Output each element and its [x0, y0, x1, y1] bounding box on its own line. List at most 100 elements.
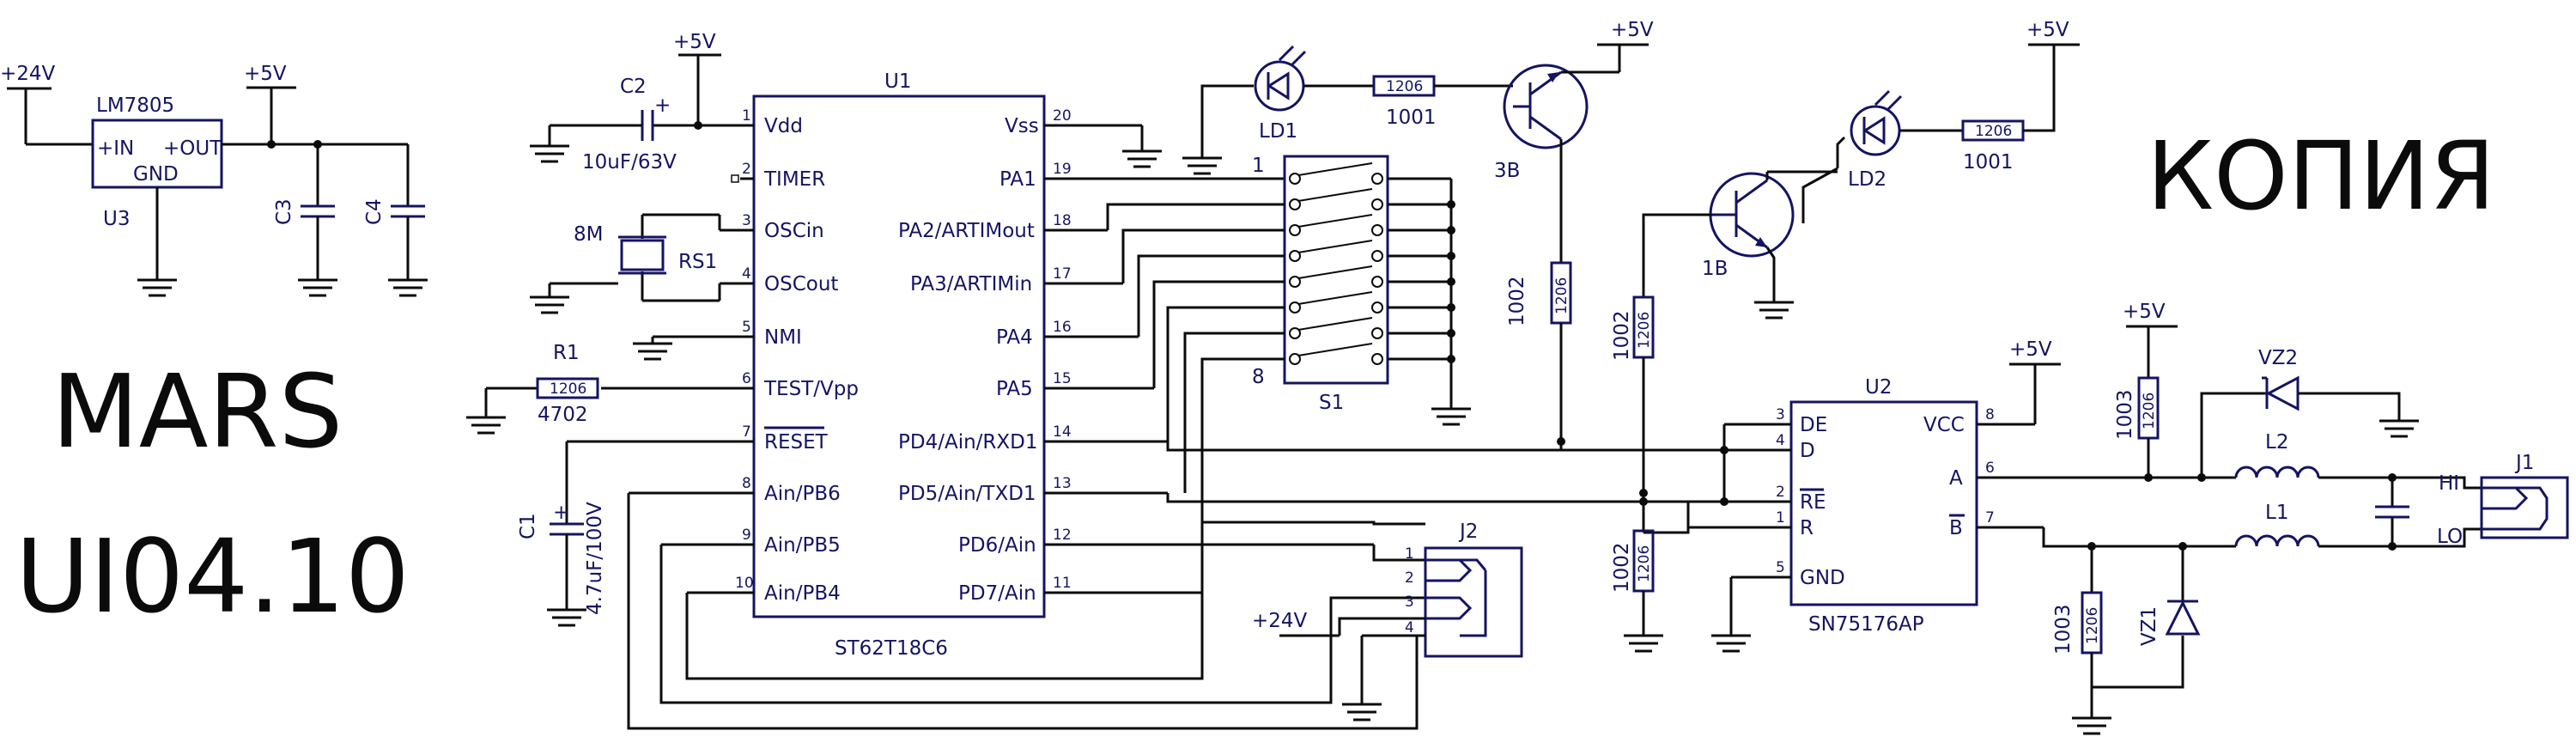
- crystal-rs1: 8M RS1: [530, 213, 721, 314]
- svg-text:2: 2: [1405, 569, 1414, 587]
- svg-text:1206: 1206: [1386, 78, 1423, 95]
- capacitor-c1: + C1 4.7uF/100V: [517, 441, 606, 627]
- mcu-pin-3: 3 OSCin: [720, 212, 824, 242]
- svg-text:1206: 1206: [1636, 545, 1653, 582]
- svg-text:Ain/PB6: Ain/PB6: [764, 483, 841, 505]
- svg-text:5: 5: [1776, 559, 1785, 576]
- mcu-part: ST62T18C6: [835, 637, 948, 660]
- svg-text:13: 13: [1053, 475, 1072, 492]
- regulator-out-pin: +OUT: [163, 137, 222, 160]
- ld1-ref: LD1: [1259, 120, 1297, 143]
- mcu-pin-19: 19 PA1: [999, 161, 1285, 191]
- r1-ref: R1: [553, 342, 580, 364]
- ld2-value: 1001: [1963, 151, 2014, 174]
- svg-text:PA1: PA1: [999, 168, 1036, 191]
- mcu-pin-8: 8 Ain/PB6: [629, 475, 841, 505]
- svg-text:2: 2: [1776, 484, 1785, 501]
- transistor-1b: 1B 1206 1002: [1611, 170, 1838, 533]
- mcu-pin-2: 2 TIMER: [731, 161, 825, 191]
- u2-ref: U2: [1865, 376, 1892, 399]
- transistor-3b: +5V 3B 1206 1002: [1494, 19, 1654, 446]
- regulator-gnd-pin: GND: [133, 163, 179, 186]
- mcu-pin-4: 4 OSCout: [720, 265, 838, 295]
- svg-text:3: 3: [1776, 406, 1785, 423]
- mcu-pin-16: 16 PA4: [996, 319, 1139, 349]
- j1-ref: J1: [2514, 452, 2534, 474]
- mcu-pin-11: 11 PD7/Ain: [958, 575, 1202, 605]
- tvs-vz2: VZ2: [2197, 347, 2419, 482]
- l2-ref: L2: [2265, 431, 2288, 454]
- svg-text:1206: 1206: [2084, 607, 2101, 644]
- svg-text:10: 10: [735, 575, 754, 592]
- inductor-l2: L2: [2234, 431, 2392, 479]
- j1-hi: HI: [2439, 472, 2459, 495]
- mcu-pin-1: 1 Vdd: [720, 107, 803, 137]
- svg-text:7: 7: [742, 423, 751, 441]
- svg-text:PA3/ARTIMin: PA3/ARTIMin: [910, 273, 1032, 295]
- svg-text:1: 1: [1776, 509, 1785, 527]
- j2-ref: J2: [1458, 521, 1478, 543]
- capacitor-c2: +5V + C2 10uF/63V: [530, 31, 721, 174]
- rail-5v-label-pullup: +5V: [2123, 301, 2166, 323]
- rpullup-value: 1003: [2114, 389, 2136, 440]
- svg-text:20: 20: [1053, 107, 1072, 125]
- l1-ref: L1: [2265, 502, 2288, 524]
- svg-text:18: 18: [1053, 212, 1072, 229]
- uart-routes: [1166, 423, 1777, 534]
- svg-text:17: 17: [1053, 265, 1072, 283]
- c3-label: C3: [273, 198, 295, 225]
- c2-ref: C2: [620, 76, 647, 98]
- c1-ref: C1: [517, 513, 539, 539]
- svg-text:B: B: [1949, 517, 1963, 539]
- transceiver-u2: U2 SN75176AP 3 DE 4 D 2 RE 1 R 5 GND 8 V…: [1711, 338, 2236, 653]
- svg-text:PA5: PA5: [996, 378, 1033, 400]
- rail-24v-label-j2: +24V: [1252, 610, 1308, 632]
- rail-5v-label-mcu: +5V: [673, 31, 716, 53]
- connector-j1: HI LO J1: [2392, 452, 2569, 548]
- svg-text:4: 4: [1776, 432, 1785, 449]
- svg-text:R: R: [1800, 517, 1814, 539]
- svg-text:4: 4: [742, 265, 751, 283]
- svg-text:+: +: [553, 502, 569, 524]
- mcu-ref: U1: [884, 70, 911, 93]
- svg-text:1206: 1206: [1553, 277, 1571, 314]
- svg-text:15: 15: [1053, 370, 1072, 387]
- rre-value: 1002: [1611, 542, 1633, 593]
- svg-text:RESET: RESET: [764, 431, 829, 454]
- c4-label: C4: [363, 198, 386, 225]
- crystal-ref: RS1: [678, 251, 717, 273]
- regulator-part: LM7805: [96, 94, 174, 117]
- mcu-pin-20: 20 Vss: [1005, 107, 1142, 137]
- r1-value: 4702: [538, 404, 588, 426]
- svg-text:6: 6: [1985, 460, 1995, 477]
- mcu-pin-9: 9 Ain/PB5: [661, 527, 841, 557]
- transistor-3b-ref: 3B: [1494, 160, 1520, 182]
- mcu-pin-12: 12 PD6/Ain: [958, 527, 1374, 557]
- ld2-ref: LD2: [1848, 168, 1886, 191]
- svg-text:Vdd: Vdd: [764, 115, 803, 137]
- svg-text:14: 14: [1053, 423, 1072, 441]
- svg-text:11: 11: [1053, 575, 1072, 592]
- u2-part: SN75176AP: [1808, 613, 1924, 636]
- title-line-2: UI04.10: [15, 517, 410, 636]
- mcu-u1: U1 ST62T18C6 1 Vdd 2 TIMER 3 OSCin 4 OSC…: [567, 70, 1374, 660]
- svg-text:1: 1: [1405, 545, 1414, 563]
- svg-text:D: D: [1800, 440, 1815, 462]
- resistor-r1: 1206 R1 4702: [466, 342, 599, 435]
- svg-text:5: 5: [742, 319, 751, 336]
- svg-text:4: 4: [1405, 619, 1414, 636]
- rail-5v-label-ld2: +5V: [2026, 19, 2069, 41]
- svg-text:7: 7: [1985, 509, 1995, 527]
- switch-ref: S1: [1319, 392, 1344, 414]
- title-line-1: MARS: [52, 352, 343, 471]
- svg-text:8: 8: [742, 475, 751, 492]
- svg-text:GND: GND: [1800, 567, 1845, 589]
- rail-5v-label-3b: +5V: [1611, 19, 1654, 41]
- led-ld1: 1206 1001 LD1: [1182, 45, 1513, 175]
- svg-text:1206: 1206: [1975, 123, 2012, 140]
- svg-text:12: 12: [1053, 527, 1072, 544]
- svg-text:PA2/ARTIMout: PA2/ARTIMout: [898, 220, 1035, 242]
- svg-text:OSCin: OSCin: [764, 220, 824, 242]
- svg-text:+: +: [654, 94, 671, 117]
